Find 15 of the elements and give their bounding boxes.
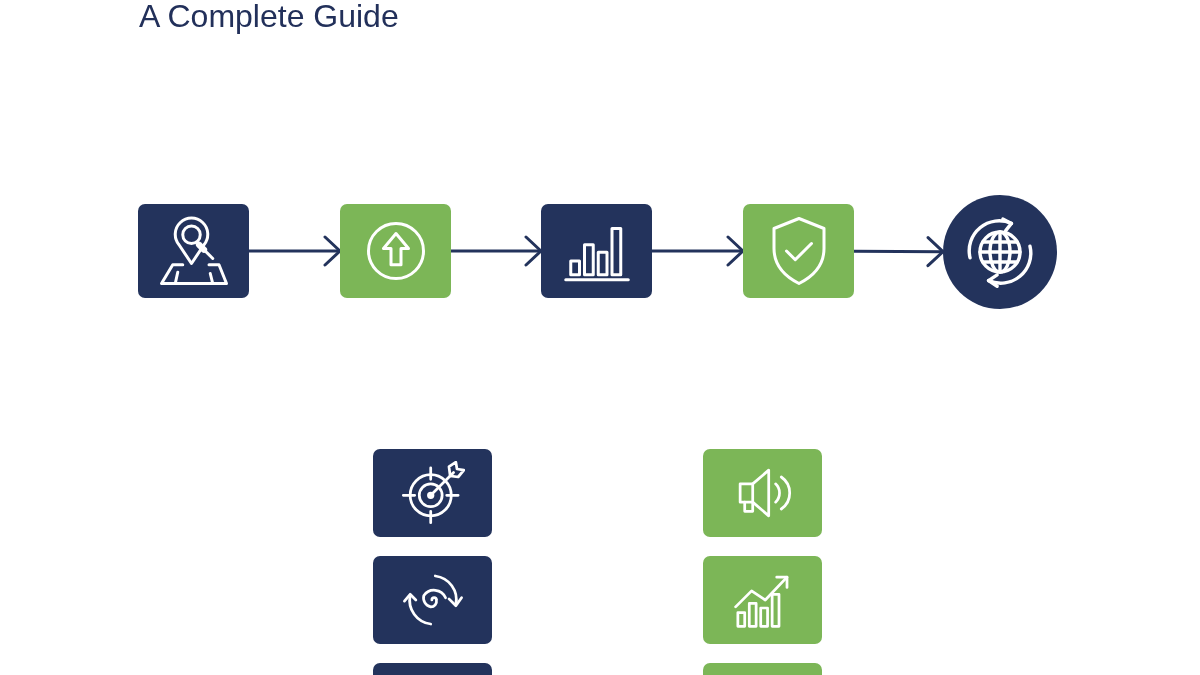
icon-tile (703, 556, 822, 644)
process-box (340, 204, 451, 298)
arrow (249, 235, 342, 267)
process-box (743, 204, 854, 298)
title: A Complete Guide (139, 0, 399, 32)
icon-tile (373, 449, 492, 537)
arrow (854, 236, 945, 268)
icon-tile (703, 449, 822, 537)
process-box (138, 204, 249, 298)
icon-tile (703, 663, 822, 675)
process-box (541, 204, 652, 298)
icon-tile (373, 556, 492, 644)
arrow (652, 235, 745, 267)
arrow (451, 235, 543, 267)
icon-tile (373, 663, 492, 675)
